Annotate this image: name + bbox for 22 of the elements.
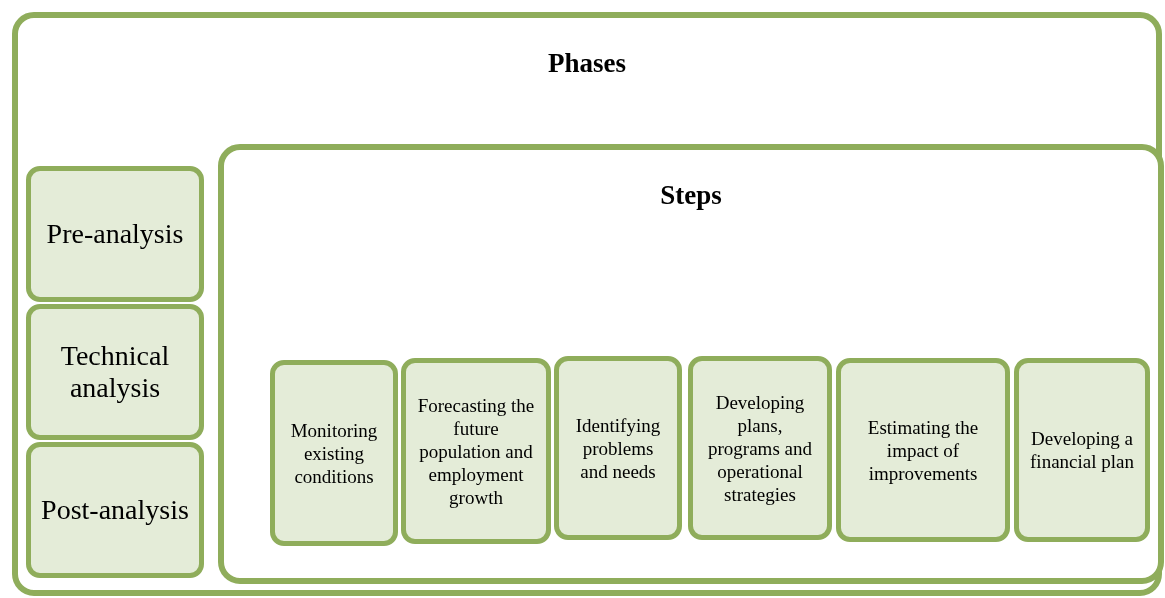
inner-panel	[218, 144, 1164, 584]
step-label: Forecasting the future population and employment growth	[416, 393, 536, 509]
phase-card	[26, 166, 204, 302]
phase-card	[26, 304, 204, 440]
panel-title: Steps	[659, 180, 723, 211]
step-card	[836, 358, 1010, 542]
phase-label: Pre-analysis	[46, 218, 184, 250]
step-card	[270, 360, 398, 546]
step-label: Identifying problems and needs	[574, 413, 662, 483]
step-card	[688, 356, 832, 540]
panel-title: Phases	[547, 48, 627, 79]
phase-card	[26, 442, 204, 578]
step-card	[401, 358, 551, 544]
step-label: Estimating the impact of improvements	[866, 415, 980, 485]
outer-panel	[12, 12, 1162, 596]
phase-label: Technical analysis	[59, 340, 171, 404]
step-label: Monitoring existing conditions	[289, 418, 379, 488]
step-label: Developing plans, programs and operational strategies	[707, 390, 813, 506]
step-card	[554, 356, 682, 540]
step-label: Developing a financial plan	[1029, 427, 1135, 473]
step-card	[1014, 358, 1150, 542]
phase-label: Post-analysis	[41, 494, 189, 526]
